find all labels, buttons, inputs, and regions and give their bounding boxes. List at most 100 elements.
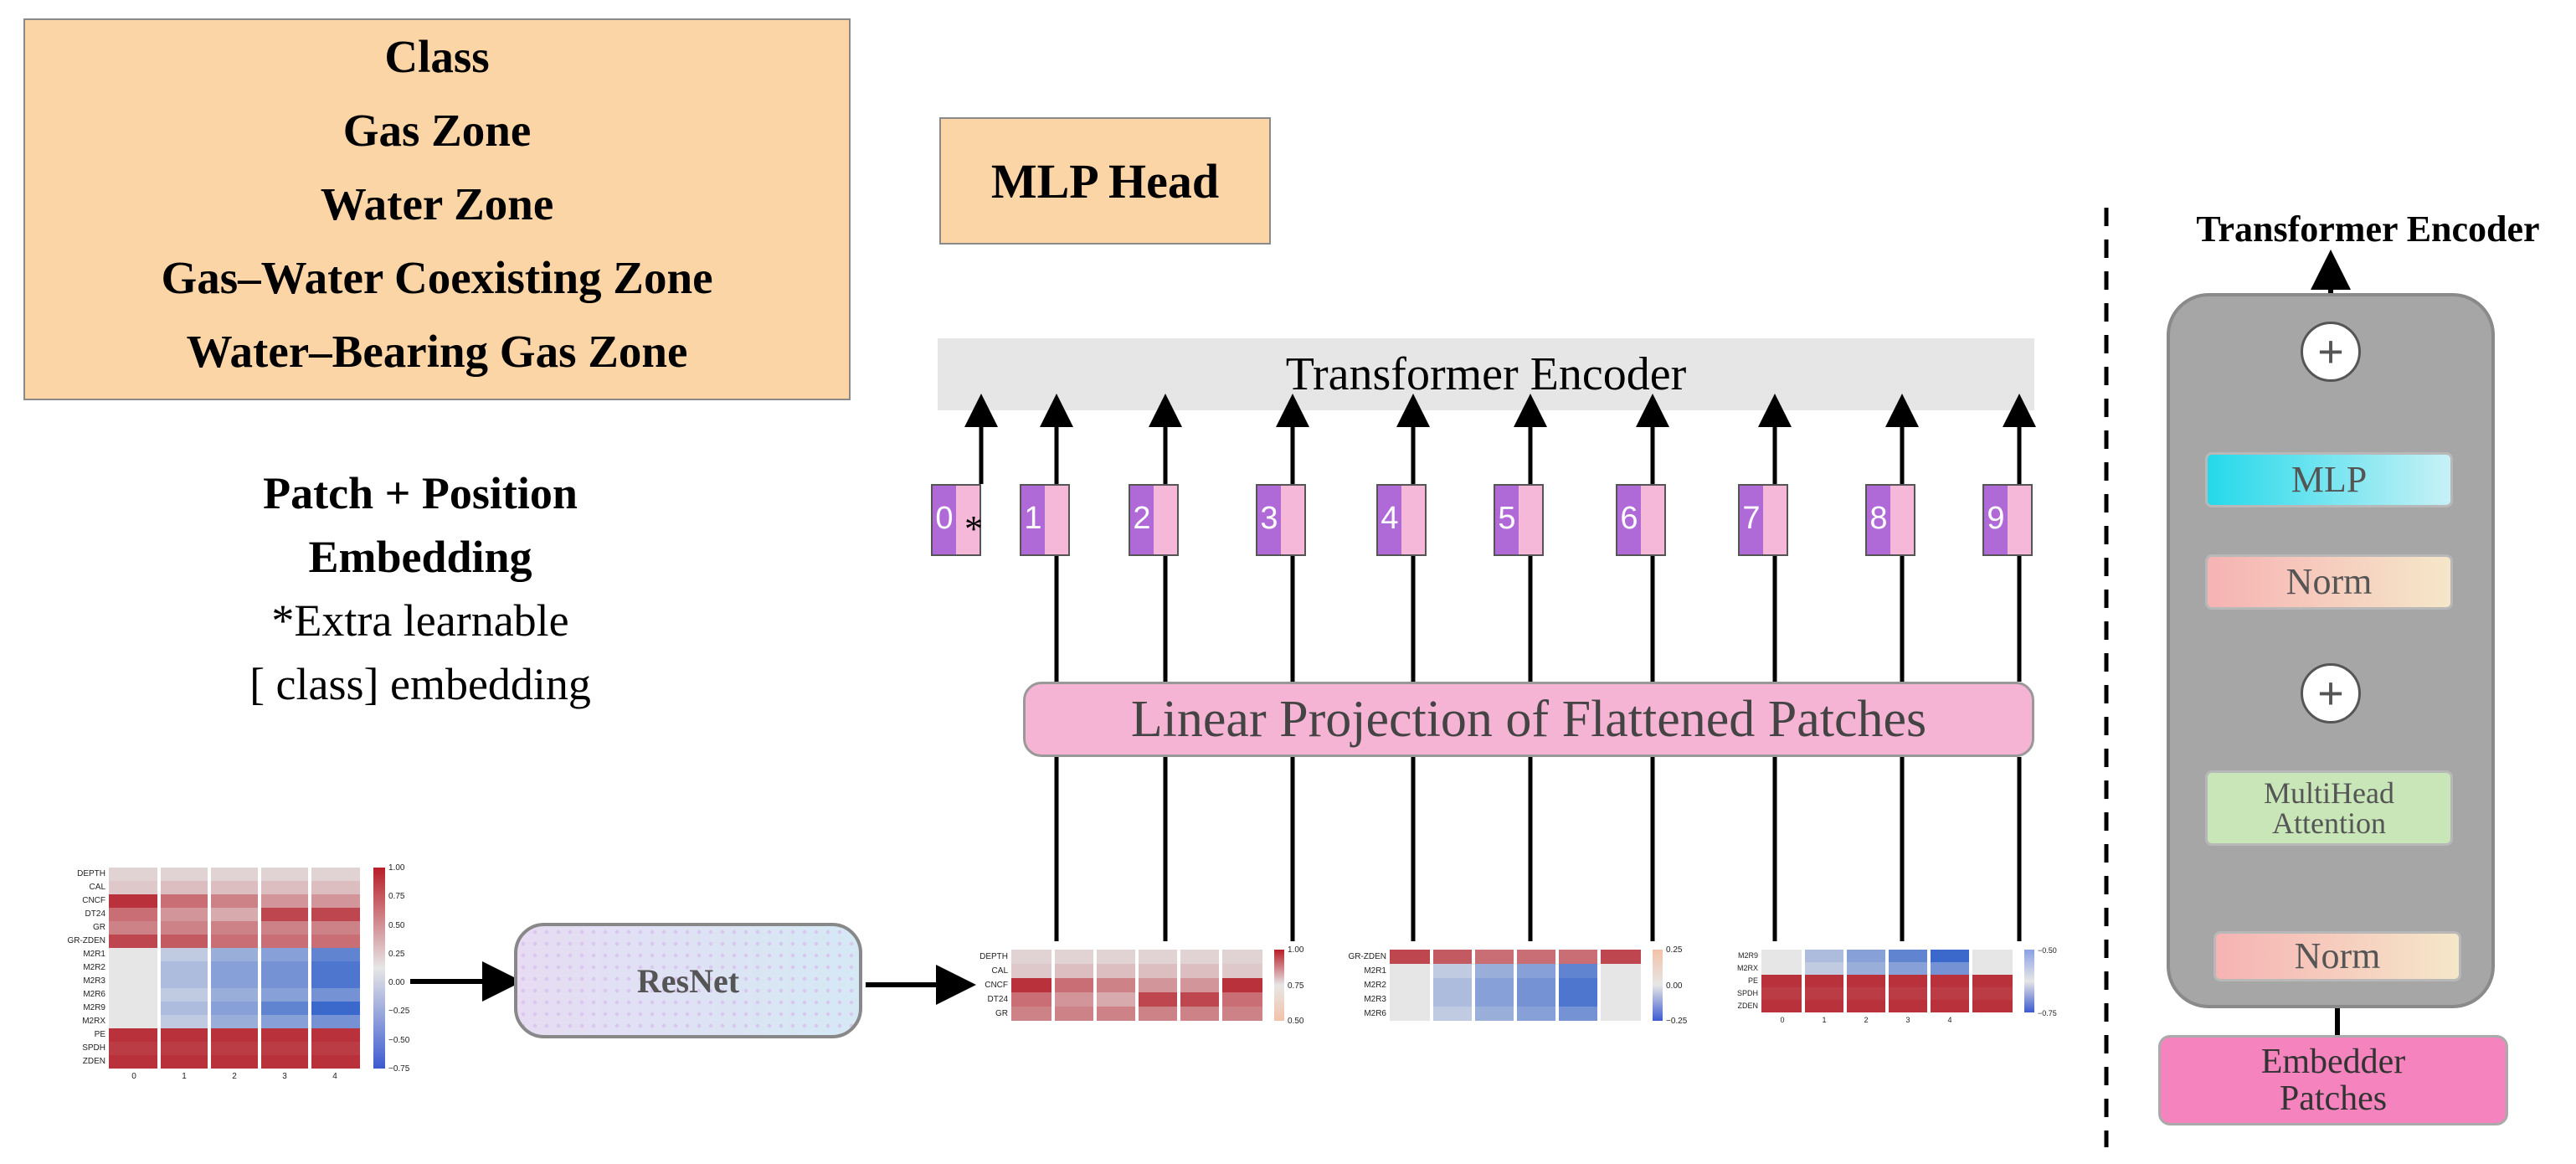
heatmap-cell	[109, 894, 159, 908]
heatmap-colorbar	[373, 868, 385, 1069]
mlp-head-box: MLP Head	[939, 117, 1271, 245]
heatmap-cell	[1971, 975, 2013, 987]
heatmap-cell	[260, 1015, 310, 1028]
heatmap-cell	[1053, 950, 1095, 964]
norm-block-top: Norm	[2205, 554, 2453, 610]
heatmap-cell	[159, 1015, 209, 1028]
token-6-label: 6	[1620, 501, 1638, 536]
heatmap-cell	[1803, 975, 1845, 987]
heatmap-row-label: GR-ZDEN	[67, 936, 105, 945]
heatmap-cell	[209, 881, 260, 894]
heatmap-row-label: CAL	[991, 966, 1008, 976]
heatmap-cell	[260, 1042, 310, 1055]
attention-label-line2: Attention	[2272, 806, 2386, 840]
heatmap-row-label: M2R2	[1364, 981, 1386, 990]
heatmap-cell	[1929, 987, 1971, 1000]
heatmap-cell	[310, 961, 360, 975]
heatmap-row-label: SPDH	[1736, 989, 1758, 997]
heatmap-cell	[310, 1042, 360, 1055]
colorbar-tick-label: −0.50	[388, 1035, 410, 1045]
heatmap-separator	[157, 868, 161, 1069]
heatmap-cell	[1095, 950, 1137, 964]
heatmap-row-label: M2RX	[1736, 964, 1758, 972]
heatmap-cell	[159, 894, 209, 908]
heatmap-cell	[1515, 978, 1557, 992]
heatmap-cell	[310, 1015, 360, 1028]
heatmap-cell	[1221, 950, 1262, 964]
heatmap-cell	[209, 948, 260, 961]
colorbar-tick-label: 0.50	[1288, 1017, 1304, 1026]
heatmap-colorbar	[1653, 950, 1663, 1021]
heatmap-cell	[1137, 992, 1179, 1007]
heatmap-colorbar	[1274, 950, 1284, 1021]
heatmap-cell	[109, 1002, 159, 1015]
attention-label-line1: MultiHead	[2264, 776, 2394, 810]
heatmap-cell	[1390, 992, 1432, 1007]
residual-add-top: +	[2301, 322, 2361, 382]
colorbar-tick-label: 0.75	[388, 892, 405, 902]
heatmap-cell	[159, 1042, 209, 1055]
heatmap-cell	[1179, 992, 1221, 1007]
heatmap-separator	[1555, 950, 1559, 1021]
token-8: 8	[1865, 484, 1915, 556]
heatmap-separator	[1927, 950, 1931, 1012]
heatmap-cell	[260, 868, 310, 881]
heatmap-cell	[209, 1028, 260, 1042]
heatmap-cell	[260, 881, 310, 894]
heatmap-cell	[1557, 964, 1599, 978]
heatmap-separator	[1430, 950, 1433, 1021]
colorbar-tick-label: 0.25	[1666, 945, 1683, 955]
heatmap-cell	[1845, 1000, 1887, 1012]
heatmap-cell	[1095, 978, 1137, 992]
heatmap-cell	[159, 1002, 209, 1015]
heatmap-row-label: DT24	[987, 995, 1008, 1004]
resnet-box: ResNet	[514, 923, 862, 1038]
token-5: 5	[1494, 484, 1544, 556]
heatmap-cell	[1221, 978, 1262, 992]
heatmap-cell	[159, 988, 209, 1002]
heatmap-cell	[209, 988, 260, 1002]
heatmap-cell	[209, 975, 260, 988]
heatmap-cell	[310, 1055, 360, 1069]
heatmap-cell	[310, 935, 360, 948]
heatmap-cell	[1887, 950, 1929, 962]
heatmap-cell	[310, 881, 360, 894]
heatmap-row-label: M2R1	[83, 950, 105, 959]
mlp-block: MLP	[2205, 452, 2453, 507]
heatmap-cell	[1599, 1007, 1641, 1021]
token-0-label: 0	[935, 501, 954, 536]
heatmap-row-label: PE	[1747, 976, 1758, 985]
heatmap-cell	[310, 948, 360, 961]
heatmap-cell	[260, 894, 310, 908]
heatmap-cell	[310, 1028, 360, 1042]
token-1: 1	[1020, 484, 1070, 556]
heatmap-row-label: M2RX	[82, 1017, 105, 1026]
heatmap-cell	[1432, 964, 1473, 978]
heatmap-cell	[1515, 992, 1557, 1007]
heatmap-cell	[209, 908, 260, 921]
heatmap-cell	[1473, 992, 1515, 1007]
embedding-title-line2: Embedding	[308, 532, 532, 582]
token-4: 4	[1376, 484, 1427, 556]
heatmap-cell	[1053, 964, 1095, 978]
heatmap-cell	[1053, 1007, 1095, 1021]
colorbar-tick-label: 0.50	[388, 920, 405, 930]
heatmap-cell	[1971, 1000, 2013, 1012]
heatmap-cell	[310, 868, 360, 881]
heatmap-cell	[1432, 992, 1473, 1007]
heatmap-cell	[310, 975, 360, 988]
heatmap-cell	[1803, 1000, 1845, 1012]
heatmap-cell	[1515, 1007, 1557, 1021]
colorbar-tick-label: −0.75	[2038, 1008, 2057, 1017]
token-7: 7	[1738, 484, 1788, 556]
class-gas-zone: Gas Zone	[342, 105, 532, 156]
heatmap-cell	[1011, 992, 1053, 1007]
heatmap-cell	[159, 881, 209, 894]
heatmap-cell	[1929, 975, 1971, 987]
heatmap-cell	[1179, 950, 1221, 964]
heatmap-cell	[1929, 1000, 1971, 1012]
heatmap-cell	[1803, 987, 1845, 1000]
heatmap-cell	[260, 948, 310, 961]
